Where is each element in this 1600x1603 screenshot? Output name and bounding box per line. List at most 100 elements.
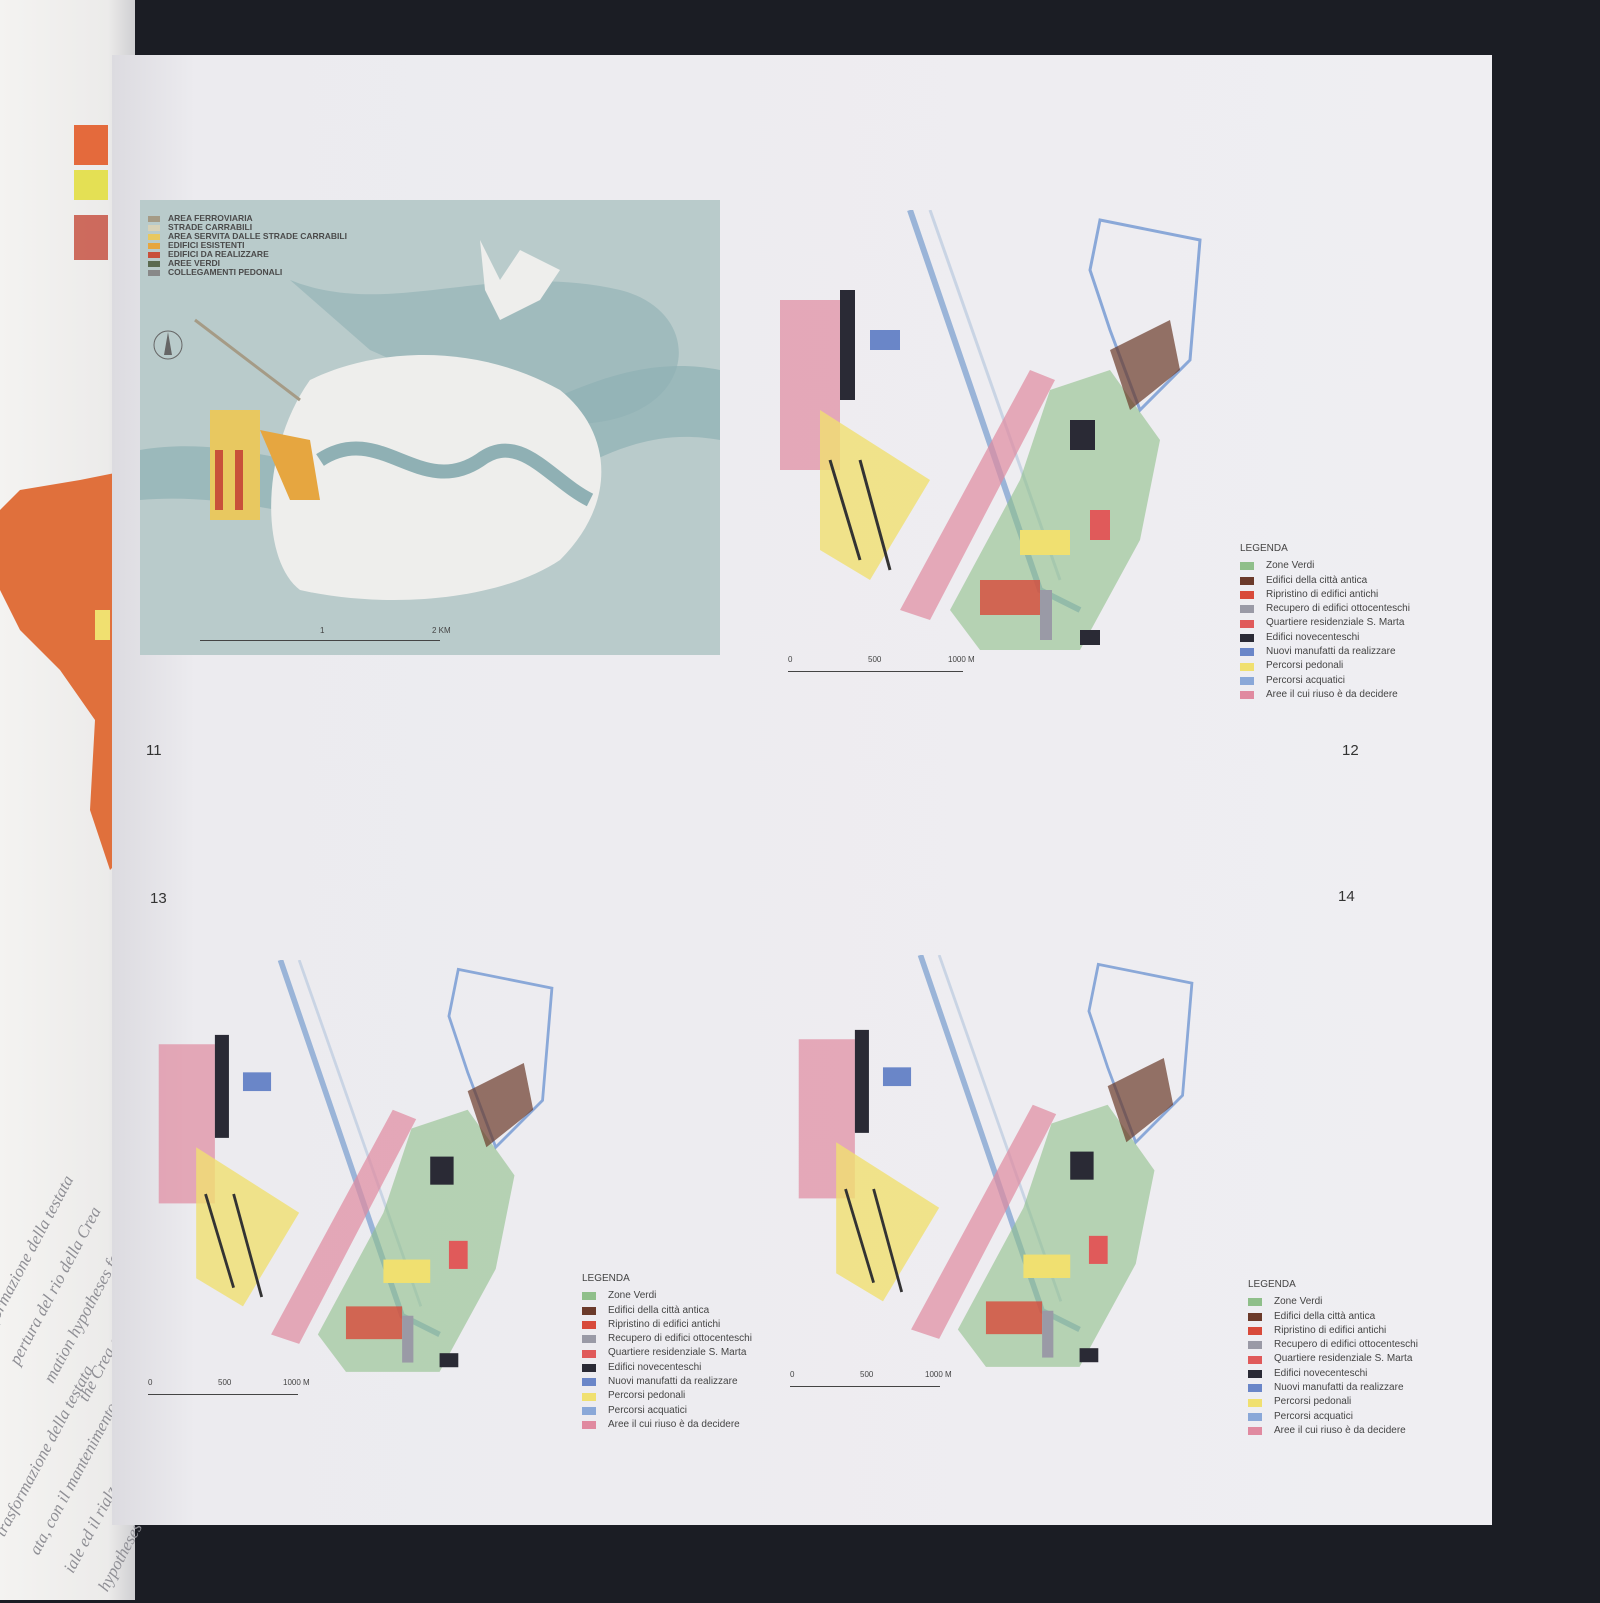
plan-drawing-12 [780, 210, 1202, 650]
legend-label: Percorsi pedonali [1266, 660, 1344, 672]
legend-label: Ripristino di edifici antichi [1274, 1324, 1387, 1336]
figure-number-14: 14 [1338, 888, 1355, 905]
legend-label: EDIFICI DA REALIZZARE [168, 249, 269, 259]
scale-start: 0 [790, 1370, 795, 1379]
venice-map-drawing [140, 240, 720, 600]
plan-drawing-13 [158, 960, 554, 1372]
legend-item: COLLEGAMENTI PEDONALI [148, 268, 347, 277]
legend-swatch [1248, 1341, 1262, 1350]
legend-title: LEGENDA [1248, 1279, 1296, 1290]
legend-swatch [148, 251, 160, 258]
legend-item: Quartiere residenziale S. Marta [1248, 1352, 1418, 1366]
legend-item: Ripristino di edifici antichi [582, 1318, 752, 1332]
legend-item: Percorsi pedonali [1248, 1395, 1418, 1409]
legend-item: AREA FERROVIARIA [148, 214, 347, 223]
legend-item: Zone Verdi [1240, 559, 1410, 573]
legend-swatch [1240, 676, 1254, 685]
legend-item: Edifici novecenteschi [1240, 631, 1410, 645]
legend-swatch [148, 269, 160, 276]
map-plan-13 [145, 960, 575, 1400]
scale-bar-12: 0 500 1000 M [788, 655, 975, 672]
scale-bar-13: 0 500 1000 M [148, 1378, 310, 1395]
plan-drawing-14 [798, 955, 1194, 1367]
legend-label: Percorsi acquatici [1274, 1410, 1353, 1422]
scale-start: 0 [148, 1378, 153, 1387]
legend-item: Aree il cui riuso è da decidere [1248, 1424, 1418, 1438]
legend-swatch [1248, 1398, 1262, 1407]
legend-swatch [1240, 605, 1254, 614]
scale-bar-14: 0 500 1000 M [790, 1370, 952, 1387]
legend-item: Edifici novecenteschi [1248, 1367, 1418, 1381]
legend-label: EDIFICI ESISTENTI [168, 240, 245, 250]
legend-swatch [582, 1306, 596, 1315]
legend-label: Edifici novecenteschi [1266, 631, 1360, 643]
legend-label: Percorsi acquatici [1266, 674, 1345, 686]
legend-title: LEGENDA [1240, 543, 1288, 554]
legend-swatch [1248, 1384, 1262, 1393]
legend-swatch [1248, 1355, 1262, 1364]
legend-swatch [582, 1349, 596, 1358]
legend-swatch [1248, 1327, 1262, 1336]
legend-swatch [148, 242, 160, 249]
legend-swatch [1240, 576, 1254, 585]
legend-item: Zone Verdi [582, 1289, 752, 1303]
legend-label: Nuovi manufatti da realizzare [608, 1376, 738, 1388]
legend-label: Aree il cui riuso è da decidere [1274, 1424, 1406, 1436]
legend-item: Edifici della città antica [1248, 1310, 1418, 1324]
legend-swatch [582, 1363, 596, 1372]
legend-item: Nuovi manufatti da realizzare [1248, 1381, 1418, 1395]
legend-label: Edifici novecenteschi [608, 1361, 702, 1373]
legend-swatch [582, 1321, 596, 1330]
legend-swatch [1248, 1369, 1262, 1378]
legend-item: Nuovi manufatti da realizzare [1240, 645, 1410, 659]
legend-swatch [582, 1392, 596, 1401]
legend-swatch [1240, 562, 1254, 571]
legend-swatch [1240, 691, 1254, 700]
legend-item: Recupero di edifici ottocenteschi [1240, 602, 1410, 616]
legend-swatch [148, 215, 160, 222]
legend-item: Percorsi pedonali [582, 1389, 752, 1403]
scale-mid: 500 [218, 1378, 232, 1387]
legend-item: Recupero di edifici ottocenteschi [1248, 1338, 1418, 1352]
legend-label: STRADE CARRABILI [168, 222, 253, 232]
legend-item: Quartiere residenziale S. Marta [1240, 616, 1410, 630]
legend-item: Percorsi acquatici [582, 1404, 752, 1418]
legend-label: Nuovi manufatti da realizzare [1266, 646, 1396, 658]
scale-bar: 1 2 KM [200, 626, 451, 641]
legend-item: Percorsi acquatici [1240, 674, 1410, 688]
figure-number-13: 13 [150, 890, 167, 907]
legend-item: Quartiere residenziale S. Marta [582, 1346, 752, 1360]
legend-item: Percorsi acquatici [1248, 1410, 1418, 1424]
legend-label: Recupero di edifici ottocenteschi [1266, 603, 1410, 615]
legend-swatch [1240, 591, 1254, 600]
legend-swatch [582, 1335, 596, 1344]
legend-swatch [1248, 1427, 1262, 1436]
scale-start: 0 [788, 655, 793, 664]
legend-item: Zone Verdi [1248, 1295, 1418, 1309]
legend-label: Edifici della città antica [608, 1304, 710, 1316]
legend-swatch [1240, 662, 1254, 671]
legend-item: Nuovi manufatti da realizzare [582, 1375, 752, 1389]
legend-label: COLLEGAMENTI PEDONALI [168, 267, 283, 277]
legend-swatch [1240, 619, 1254, 628]
legend-label: Recupero di edifici ottocenteschi [1274, 1339, 1418, 1351]
map-plan-14 [785, 955, 1215, 1395]
legend-swatch [148, 224, 160, 231]
legend-item: Aree il cui riuso è da decidere [582, 1418, 752, 1432]
scale-end: 1000 M [283, 1378, 310, 1387]
legend-label: Zone Verdi [1274, 1296, 1323, 1308]
legend-label: Nuovi manufatti da realizzare [1274, 1382, 1404, 1394]
legend-item: EDIFICI ESISTENTI [148, 241, 347, 250]
legend-item: STRADE CARRABILI [148, 223, 347, 232]
legend-swatch [148, 260, 160, 267]
legend-item: EDIFICI DA REALIZZARE [148, 250, 347, 259]
legend-swatch [582, 1378, 596, 1387]
legend-label: Quartiere residenziale S. Marta [1274, 1353, 1413, 1365]
figure-number-11: 11 [146, 742, 162, 759]
legend-label: Edifici novecenteschi [1274, 1367, 1368, 1379]
legend-label: Percorsi acquatici [608, 1404, 687, 1416]
